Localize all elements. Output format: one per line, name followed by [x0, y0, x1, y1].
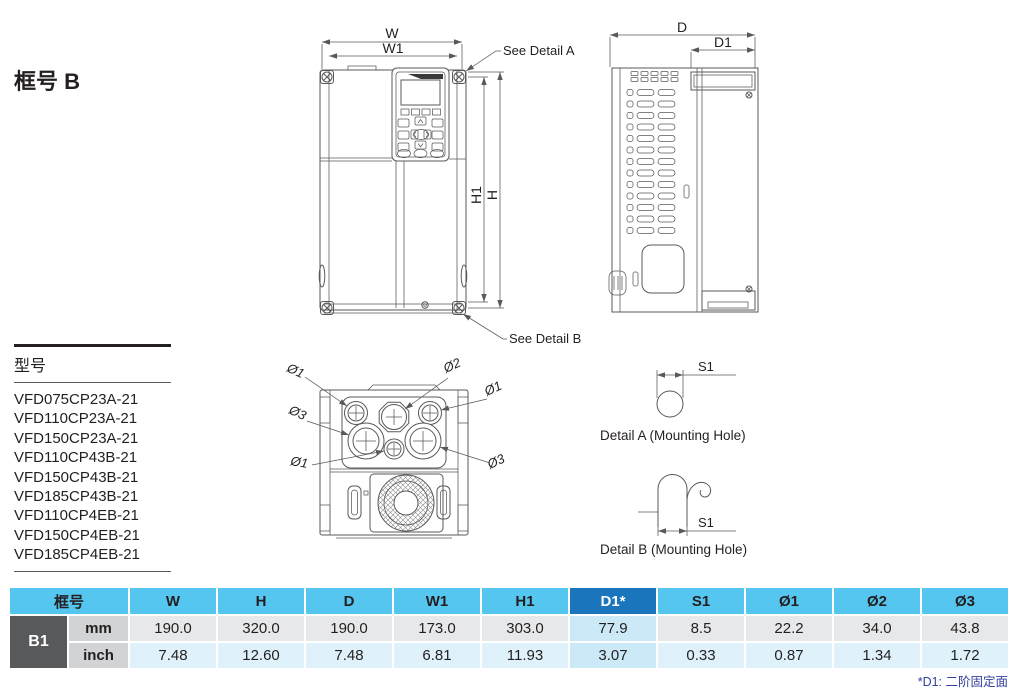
- column-header-frame: 框号: [10, 588, 129, 614]
- table-cell: 7.48: [130, 643, 217, 668]
- column-header: H1: [482, 588, 569, 614]
- table-cell: 12.60: [218, 643, 305, 668]
- column-header-highlighted: D1*: [570, 588, 657, 614]
- page-title: 框号 B: [14, 69, 81, 94]
- fan-section: [347, 473, 451, 533]
- unit-cell: mm: [69, 616, 129, 641]
- table-cell: 1.72: [922, 643, 1009, 668]
- conduit-holes: [344, 401, 442, 460]
- keypad: [391, 67, 450, 162]
- mounting-hole-circle: [656, 390, 684, 418]
- front-dimensions: W W1 H H1 See Detail A See Detail B: [321, 25, 581, 346]
- table-cell: 7.48: [306, 643, 393, 668]
- side-view-drawing: D D1: [608, 19, 759, 313]
- vent-grid: [626, 87, 682, 237]
- dim-h1-label: H1: [468, 186, 484, 204]
- model-list-block: 型号 VFD075CP23A-21 VFD110CP23A-21 VFD150C…: [14, 344, 171, 572]
- table-cell: 34.0: [834, 616, 921, 641]
- detail-a-caption: Detail A (Mounting Hole): [600, 428, 746, 443]
- model-item: VFD150CP23A-21: [14, 429, 139, 447]
- unit-cell: inch: [69, 643, 129, 668]
- dim-s1-label-b: S1: [698, 515, 714, 530]
- model-item: VFD110CP4EB-21: [14, 507, 139, 525]
- model-item: VFD185CP43B-21: [14, 488, 139, 506]
- dim-w-label: W: [385, 25, 399, 41]
- table-row-mm: B1 mm 190.0 320.0 190.0 173.0 303.0 77.9…: [10, 616, 1009, 668]
- model-item: VFD110CP43B-21: [14, 449, 138, 467]
- dimension-table: 框号 W H D W1 H1 D1* S1 Ø1 Ø2 Ø3 B1 mm 190…: [8, 586, 1010, 670]
- drive-side-body: [608, 67, 759, 313]
- table-cell: 173.0: [394, 616, 481, 641]
- model-list: VFD075CP23A-21 VFD110CP23A-21 VFD150CP23…: [14, 383, 171, 572]
- see-detail-b-label: See Detail B: [509, 331, 581, 346]
- callout-phi3-left: Ø3: [286, 402, 310, 424]
- column-header: Ø2: [834, 588, 921, 614]
- drive-bottom-body: [319, 384, 469, 539]
- model-item: VFD150CP43B-21: [14, 468, 139, 486]
- model-item: VFD075CP23A-21: [14, 391, 139, 408]
- side-dimensions: D D1: [609, 19, 756, 71]
- column-header: Ø3: [922, 588, 1009, 614]
- table-cell: 0.33: [658, 643, 745, 668]
- callout-phi1-top-left: Ø1: [284, 360, 307, 381]
- dim-w1-label: W1: [383, 40, 404, 56]
- mounting-slot-shape: [657, 474, 688, 527]
- bottom-connector: [608, 270, 627, 296]
- callout-phi2: Ø2: [440, 354, 464, 376]
- dim-d1-label: D1: [714, 34, 732, 50]
- dim-s1-label-a: S1: [698, 359, 714, 374]
- column-header: W: [130, 588, 217, 614]
- table-cell: 190.0: [130, 616, 217, 641]
- table-cell: 320.0: [218, 616, 305, 641]
- footnote-d1: *D1: 二阶固定面: [917, 675, 1008, 689]
- detail-b-caption: Detail B (Mounting Hole): [600, 542, 747, 557]
- table-cell: 8.5: [658, 616, 745, 641]
- detail-a-drawing: S1 Detail A (Mounting Hole): [600, 359, 746, 443]
- table-cell: 303.0: [482, 616, 569, 641]
- drive-front-body: [318, 65, 468, 315]
- table-header-row: 框号 W H D W1 H1 D1* S1 Ø1 Ø2 Ø3: [10, 588, 1009, 614]
- column-header: W1: [394, 588, 481, 614]
- table-cell-highlighted: 3.07: [570, 643, 657, 668]
- bottom-view-drawing: Ø1 Ø2 Ø1 Ø3 Ø1 Ø3: [284, 354, 508, 539]
- model-item: VFD110CP23A-21: [14, 410, 138, 428]
- table-cell-highlighted: 77.9: [570, 616, 657, 641]
- frame-value-cell: B1: [10, 616, 67, 668]
- column-header: D: [306, 588, 393, 614]
- hole-callouts: Ø1 Ø2 Ø1 Ø3 Ø1 Ø3: [284, 354, 508, 472]
- detail-b-drawing: S1 Detail B (Mounting Hole): [600, 474, 747, 557]
- model-item: VFD150CP4EB-21: [14, 526, 140, 544]
- column-header: S1: [658, 588, 745, 614]
- table-cell: 43.8: [922, 616, 1009, 641]
- table-cell: 190.0: [306, 616, 393, 641]
- table-cell: 1.34: [834, 643, 921, 668]
- table-row-inch: inch 7.48 12.60 7.48 6.81 11.93 3.07 0.3…: [10, 643, 1009, 668]
- mounting-holes: [320, 70, 466, 315]
- lcd-display: [400, 79, 441, 106]
- front-view-drawing: W W1 H H1 See Detail A See Detail B: [318, 25, 581, 346]
- callout-phi3-right: Ø3: [484, 450, 508, 472]
- column-header: Ø1: [746, 588, 833, 614]
- model-item: VFD185CP4EB-21: [14, 546, 140, 564]
- callout-phi1-bottom: Ø1: [288, 453, 309, 471]
- see-detail-a-label: See Detail A: [503, 43, 575, 58]
- table-cell: 6.81: [394, 643, 481, 668]
- column-header: H: [218, 588, 305, 614]
- callout-phi1-top-right: Ø1: [481, 378, 504, 399]
- dim-d-label: D: [677, 19, 687, 35]
- model-list-heading: 型号: [14, 347, 171, 383]
- dim-h-label: H: [484, 190, 500, 200]
- table-cell: 0.87: [746, 643, 833, 668]
- table-cell: 11.93: [482, 643, 569, 668]
- table-cell: 22.2: [746, 616, 833, 641]
